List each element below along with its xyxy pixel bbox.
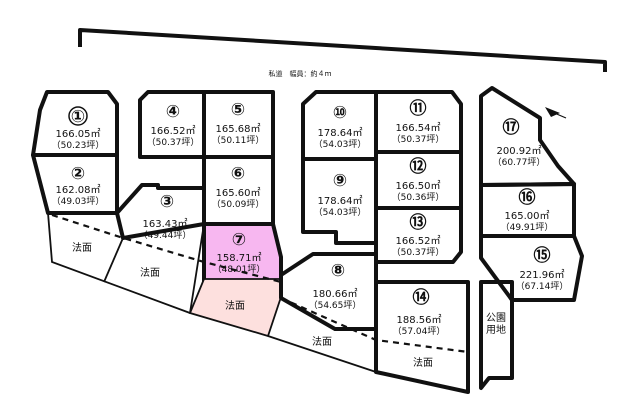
north-boundary <box>78 28 607 72</box>
lot-8-label: ⑧ 180.66㎡ （54.65坪） <box>309 261 362 311</box>
svg-text:（50.37坪）: （50.37坪） <box>392 134 445 145</box>
lot-15-parcel <box>479 234 584 302</box>
lot-1-label: ① 166.05㎡ （50.23坪） <box>52 106 105 151</box>
slope-boundary-left <box>47 212 191 314</box>
lot-11-label: ⑪ 166.54㎡ （50.37坪） <box>392 98 445 145</box>
slope-dash-right <box>280 296 469 354</box>
lot-7-parcel <box>202 222 283 289</box>
svg-text:⑭: ⑭ <box>413 287 430 308</box>
svg-text:⑬: ⑬ <box>410 212 427 233</box>
lot-13-label: ⑬ 166.52㎡ （50.37坪） <box>392 212 445 258</box>
svg-text:162.08㎡: 162.08㎡ <box>56 184 101 196</box>
svg-text:180.66㎡: 180.66㎡ <box>313 288 358 300</box>
svg-text:（54.03坪）: （54.03坪） <box>314 139 367 150</box>
slope-label-2: 法面 <box>140 266 160 279</box>
svg-text:166.52㎡: 166.52㎡ <box>151 125 196 137</box>
svg-text:（54.65坪）: （54.65坪） <box>309 300 362 311</box>
svg-text:⑮: ⑮ <box>534 245 551 266</box>
svg-text:⑯: ⑯ <box>519 187 536 208</box>
north-arrow-icon <box>545 107 567 119</box>
slope-label-1: 法面 <box>72 241 92 254</box>
lot-10-label: ⑩ 178.64㎡ （54.03坪） <box>314 103 367 150</box>
lot-4-label: ④ 166.52㎡ （50.37坪） <box>147 102 200 148</box>
lot-6-label: ⑥ 165.60㎡ （50.09坪） <box>212 164 265 210</box>
svg-text:（49.03坪）: （49.03坪） <box>52 196 105 207</box>
lot-2-label: ② 162.08㎡ （49.03坪） <box>52 164 105 207</box>
lot-4-parcel <box>138 90 206 159</box>
slope-label-7: 法面 <box>225 299 245 312</box>
svg-text:165.68㎡: 165.68㎡ <box>216 123 261 135</box>
slope-label-14: 法面 <box>413 356 433 369</box>
lot-14-label: ⑭ 188.56㎡ （57.04坪） <box>393 287 446 337</box>
svg-text:⑤: ⑤ <box>231 100 245 120</box>
road-label: 私道 幅員：約４ｍ <box>269 69 332 78</box>
svg-text:188.56㎡: 188.56㎡ <box>397 314 442 326</box>
svg-text:（50.37坪）: （50.37坪） <box>147 137 200 148</box>
svg-text:⑫: ⑫ <box>410 156 427 177</box>
svg-text:⑦: ⑦ <box>232 230 246 250</box>
svg-text:②: ② <box>71 164 85 184</box>
svg-text:165.00㎡: 165.00㎡ <box>505 210 550 222</box>
svg-text:（60.77坪）: （60.77坪） <box>493 157 546 168</box>
svg-text:⑪: ⑪ <box>410 98 427 119</box>
svg-text:166.52㎡: 166.52㎡ <box>396 235 441 247</box>
svg-text:（67.14坪）: （67.14坪） <box>516 281 569 292</box>
svg-text:200.92㎡: 200.92㎡ <box>497 145 542 157</box>
svg-text:⑥: ⑥ <box>231 164 245 184</box>
park-label-1: 公園 <box>486 312 506 324</box>
svg-text:⑰: ⑰ <box>503 117 520 138</box>
slope-divider-2 <box>189 223 205 314</box>
svg-text:④: ④ <box>166 102 180 122</box>
lot-9-label: ⑨ 178.64㎡ （54.03坪） <box>314 171 367 218</box>
slope-label-8: 法面 <box>312 335 332 348</box>
lot-15-label: ⑮ 221.96㎡ （67.14坪） <box>516 245 569 292</box>
park-site-parcel <box>479 280 514 390</box>
svg-text:（54.03坪）: （54.03坪） <box>314 207 367 218</box>
park-label-2: 用地 <box>486 323 506 336</box>
svg-text:166.54㎡: 166.54㎡ <box>396 122 441 134</box>
svg-text:（50.23坪）: （50.23坪） <box>52 140 105 151</box>
lot-17-parcel <box>479 86 576 187</box>
svg-text:⑧: ⑧ <box>331 261 345 281</box>
svg-text:（50.37坪）: （50.37坪） <box>392 247 445 258</box>
svg-text:（50.36坪）: （50.36坪） <box>392 192 445 203</box>
svg-text:178.64㎡: 178.64㎡ <box>318 127 363 139</box>
svg-text:（50.09坪）: （50.09坪） <box>212 199 265 210</box>
svg-text:⑩: ⑩ <box>333 103 347 123</box>
svg-text:166.05㎡: 166.05㎡ <box>56 128 101 140</box>
lot-7-label: ⑦ 158.71㎡ （48.01坪） <box>213 230 266 275</box>
svg-text:⑨: ⑨ <box>333 171 347 191</box>
svg-text:（49.91坪）: （49.91坪） <box>501 222 554 233</box>
slope-dash-left <box>51 213 282 284</box>
svg-text:163.43㎡: 163.43㎡ <box>143 218 188 230</box>
svg-text:166.50㎡: 166.50㎡ <box>396 180 441 192</box>
svg-text:（57.04坪）: （57.04坪） <box>393 326 446 337</box>
slope-boundary-14 <box>375 371 469 393</box>
svg-text:①: ① <box>71 107 85 127</box>
lot-11-parcel <box>374 90 463 154</box>
svg-text:（50.11坪）: （50.11坪） <box>212 135 265 146</box>
svg-text:178.64㎡: 178.64㎡ <box>318 195 363 207</box>
svg-text:（48.01坪）: （48.01坪） <box>213 264 266 275</box>
svg-text:221.96㎡: 221.96㎡ <box>520 269 565 281</box>
slope-divider-1 <box>103 237 124 283</box>
lot-3-label: ③ 163.43㎡ （49.44坪） <box>139 192 192 241</box>
slope-boundary-bottom <box>267 335 377 373</box>
lot-12-label: ⑫ 166.50㎡ （50.36坪） <box>392 156 445 203</box>
svg-text:③: ③ <box>160 192 174 212</box>
lot-17-label: ⑰ 200.92㎡ （60.77坪） <box>493 117 546 168</box>
svg-text:（49.44坪）: （49.44坪） <box>139 230 192 241</box>
slope-boundary-left-top <box>116 212 124 239</box>
svg-text:165.60㎡: 165.60㎡ <box>216 187 261 199</box>
lot-16-label: ⑯ 165.00㎡ （49.91坪） <box>501 187 554 233</box>
svg-text:158.71㎡: 158.71㎡ <box>217 252 262 264</box>
lot-5-label: ⑤ 165.68㎡ （50.11坪） <box>212 100 265 146</box>
